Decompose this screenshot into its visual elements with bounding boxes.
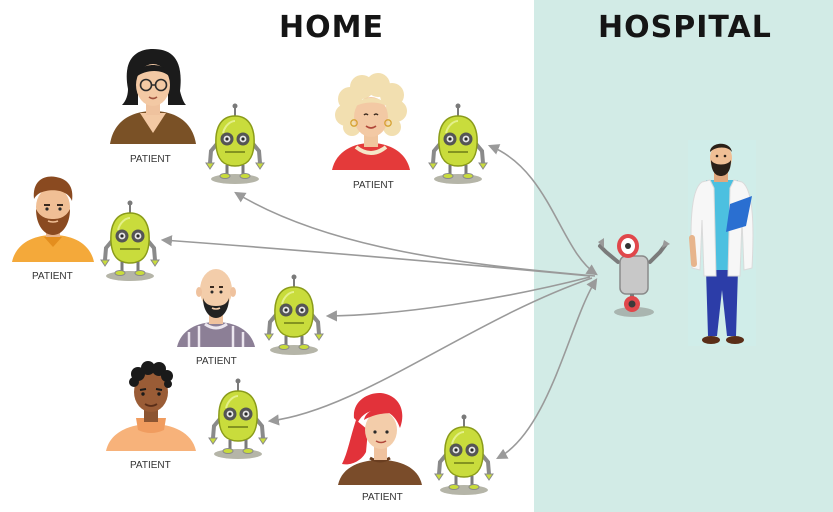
patient-bald-man bbox=[177, 269, 255, 347]
patient-label: PATIENT bbox=[353, 180, 394, 191]
patient-elderly-woman bbox=[332, 73, 410, 170]
patient-label: PATIENT bbox=[196, 356, 237, 367]
home-robot-4 bbox=[264, 274, 324, 355]
patient-red-hair-woman bbox=[338, 393, 422, 485]
doctor bbox=[688, 140, 756, 346]
home-heading: HOME bbox=[279, 10, 384, 45]
arrow-red-hair-woman-link bbox=[496, 278, 598, 460]
patient-label: PATIENT bbox=[130, 460, 171, 471]
hospital-heading: HOSPITAL bbox=[598, 10, 772, 45]
patient-woman-glasses bbox=[110, 49, 196, 144]
arrow-to-bald-man bbox=[325, 276, 591, 322]
arrow-to-patient-woman-glasses bbox=[234, 191, 596, 277]
home-robot-2 bbox=[428, 103, 488, 184]
home-robot-1 bbox=[205, 103, 265, 184]
patient-bearded-man bbox=[12, 176, 94, 262]
patient-label: PATIENT bbox=[32, 271, 73, 282]
home-robot-5 bbox=[208, 378, 268, 459]
home-robot-6 bbox=[434, 414, 494, 495]
patient-label: PATIENT bbox=[130, 154, 171, 165]
arrow-elderly-woman-link bbox=[487, 144, 598, 276]
patient-label: PATIENT bbox=[362, 492, 403, 503]
home-robot-3 bbox=[100, 200, 160, 281]
hospital-robot bbox=[598, 234, 670, 317]
patient-curly-hair-man bbox=[106, 361, 196, 451]
